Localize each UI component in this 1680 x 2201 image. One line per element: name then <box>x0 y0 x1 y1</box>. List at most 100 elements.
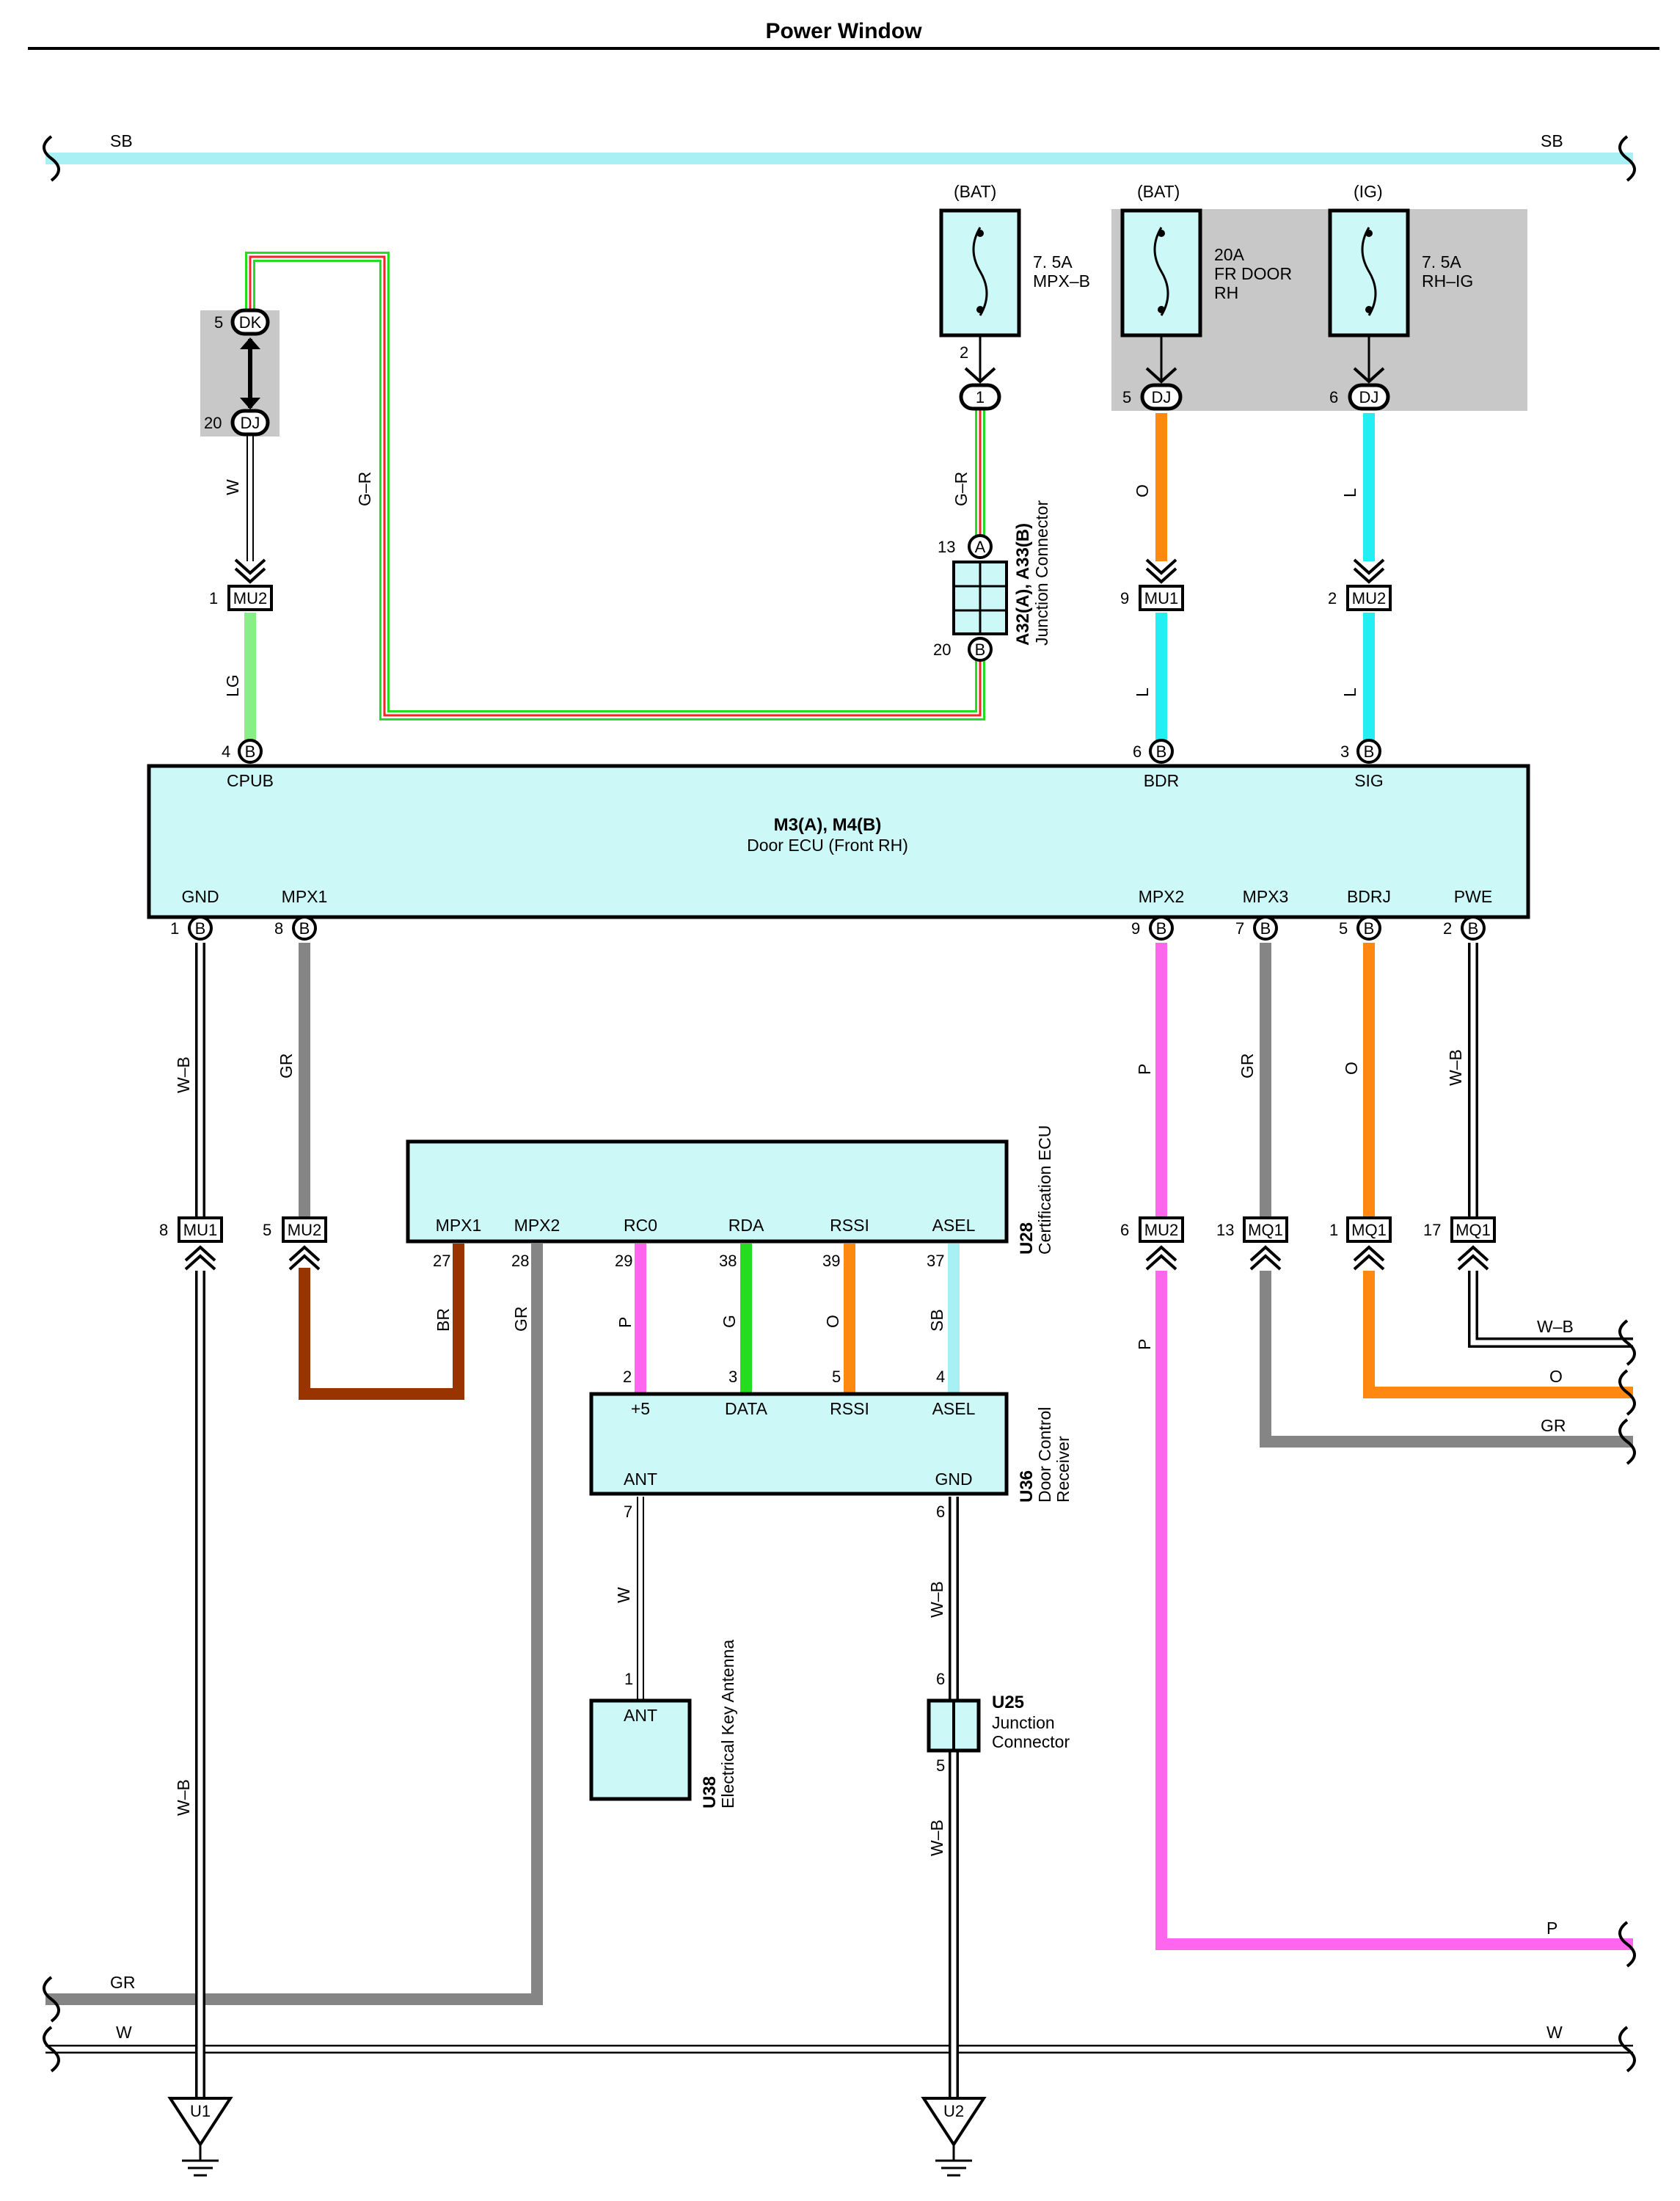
connector-mu1-9: MU1 9 <box>1120 558 1184 611</box>
svg-text:Connector: Connector <box>992 1732 1070 1751</box>
wire-o-rssi: O <box>823 1244 855 1394</box>
svg-text:13: 13 <box>1216 1221 1234 1239</box>
svg-text:G–R: G–R <box>952 472 971 506</box>
svg-text:P: P <box>1135 1064 1154 1075</box>
svg-text:9: 9 <box>1131 919 1140 938</box>
svg-text:29: 29 <box>615 1252 632 1270</box>
svg-text:3: 3 <box>1340 742 1349 761</box>
svg-text:1: 1 <box>976 388 985 406</box>
wire-w-antenna: W <box>614 1497 644 1701</box>
wire-br: BR <box>299 1244 464 1400</box>
svg-text:P: P <box>616 1317 635 1328</box>
wire-lg: LG <box>223 613 256 741</box>
wire-w-b-right: W–B <box>1468 1271 1633 1348</box>
door-ecu-top-pins: B 4 CPUB B 6 BDR B 3 SIG <box>222 739 1384 790</box>
svg-text:MPX1: MPX1 <box>436 1216 482 1235</box>
gr-bus-bottom: GR <box>43 1973 136 2023</box>
wire-sb-asel: SB <box>927 1244 960 1394</box>
connector-mq1-1: MQ1 1 <box>1329 1216 1392 1271</box>
wire-w-b-pwe: W–B <box>1446 943 1478 1218</box>
svg-text:ASEL: ASEL <box>932 1216 976 1235</box>
page-title: Power Window <box>765 19 922 43</box>
svg-text:B: B <box>1260 919 1271 938</box>
svg-text:M3(A), M4(B): M3(A), M4(B) <box>774 815 882 835</box>
svg-text:(IG): (IG) <box>1354 182 1383 201</box>
svg-text:MPX2: MPX2 <box>1139 887 1185 906</box>
svg-text:DK: DK <box>239 313 262 332</box>
svg-text:5: 5 <box>1339 919 1348 938</box>
door-ecu: M3(A), M4(B) Door ECU (Front RH) <box>147 764 1530 919</box>
svg-text:BDR: BDR <box>1144 771 1180 790</box>
svg-text:LG: LG <box>223 674 242 697</box>
wire-gr-cert: GR <box>45 1244 543 2005</box>
svg-text:Door ECU (Front RH): Door ECU (Front RH) <box>747 836 908 855</box>
svg-text:ASEL: ASEL <box>932 1399 976 1418</box>
svg-text:GND: GND <box>181 887 219 906</box>
svg-text:2: 2 <box>960 343 968 362</box>
svg-text:(BAT): (BAT) <box>1137 182 1180 201</box>
connector-1-mpx-b: 1 <box>959 383 1001 411</box>
svg-text:BDRJ: BDRJ <box>1347 887 1391 906</box>
door-ecu-bottom-pins: GND MPX1 MPX2 MPX3 BDRJ PWE <box>181 887 1492 906</box>
svg-text:GR: GR <box>1541 1416 1566 1435</box>
svg-text:7. 5A: 7. 5A <box>1422 252 1461 271</box>
svg-text:B: B <box>1364 742 1375 761</box>
svg-text:U36: U36 <box>1017 1470 1037 1503</box>
wire-g-rda: G <box>720 1244 752 1394</box>
svg-text:+5: +5 <box>631 1399 650 1418</box>
svg-text:U38: U38 <box>700 1776 720 1808</box>
svg-text:6: 6 <box>1120 1221 1129 1239</box>
svg-text:7: 7 <box>624 1503 632 1521</box>
svg-text:FR DOOR: FR DOOR <box>1214 264 1292 283</box>
svg-text:B: B <box>1156 919 1167 938</box>
svg-text:RDA: RDA <box>728 1216 764 1235</box>
svg-text:ANT: ANT <box>624 1706 657 1725</box>
svg-text:1: 1 <box>170 919 179 938</box>
svg-text:L: L <box>1340 488 1359 497</box>
ground-u2-icon: U2 <box>921 2097 987 2177</box>
svg-text:CPUB: CPUB <box>227 771 274 790</box>
connector-dj-5: DJ 5 <box>1122 383 1183 411</box>
svg-text:2: 2 <box>1328 589 1337 607</box>
svg-text:4: 4 <box>936 1368 945 1386</box>
svg-text:Electrical Key Antenna: Electrical Key Antenna <box>718 1640 737 1808</box>
wire-gr-mpx1: GR <box>277 943 310 1218</box>
svg-text:MU1: MU1 <box>183 1221 217 1239</box>
svg-text:2: 2 <box>623 1368 632 1386</box>
svg-text:G: G <box>720 1315 739 1328</box>
svg-text:3: 3 <box>728 1368 737 1386</box>
svg-text:39: 39 <box>822 1252 840 1270</box>
wire-gr-right: GR <box>1260 1271 1633 1448</box>
svg-text:MPX2: MPX2 <box>514 1216 560 1235</box>
connector-mu2-6: MU2 6 <box>1120 1216 1184 1271</box>
svg-text:RSSI: RSSI <box>830 1399 869 1418</box>
svg-text:U28: U28 <box>1017 1222 1037 1255</box>
svg-text:8: 8 <box>159 1221 168 1239</box>
svg-text:SB: SB <box>927 1309 946 1332</box>
svg-text:B: B <box>245 742 256 761</box>
fuse-rh-ig: (IG) 7. 5A RH–IG <box>1328 182 1473 337</box>
wire-o-fr-door: O <box>1133 413 1167 561</box>
svg-text:DJ: DJ <box>1359 388 1379 406</box>
svg-text:RH–IG: RH–IG <box>1422 271 1473 291</box>
svg-text:GR: GR <box>1238 1054 1257 1079</box>
wire-o-right: O <box>1363 1271 1633 1398</box>
svg-text:B: B <box>1364 919 1375 938</box>
wire-g-r-loop: G–R <box>245 252 985 720</box>
svg-text:ANT: ANT <box>624 1470 657 1489</box>
wire-g-r-jc: G–R <box>952 407 985 539</box>
wire-label-g-r-loop: G–R <box>355 472 374 506</box>
connector-dj-6: DJ 6 <box>1329 383 1390 411</box>
svg-text:U1: U1 <box>190 2102 211 2120</box>
svg-text:W: W <box>1546 2023 1563 2042</box>
svg-text:U25: U25 <box>992 1693 1024 1712</box>
svg-text:L: L <box>1133 687 1152 697</box>
svg-text:W: W <box>614 1587 633 1603</box>
svg-text:B: B <box>1468 919 1479 938</box>
svg-text:5: 5 <box>936 1756 945 1775</box>
wire-w-splice: W <box>223 435 254 561</box>
svg-text:L: L <box>1340 687 1359 697</box>
wire-gr-mpx3: GR <box>1238 943 1271 1218</box>
svg-text:W–B: W–B <box>927 1819 946 1856</box>
